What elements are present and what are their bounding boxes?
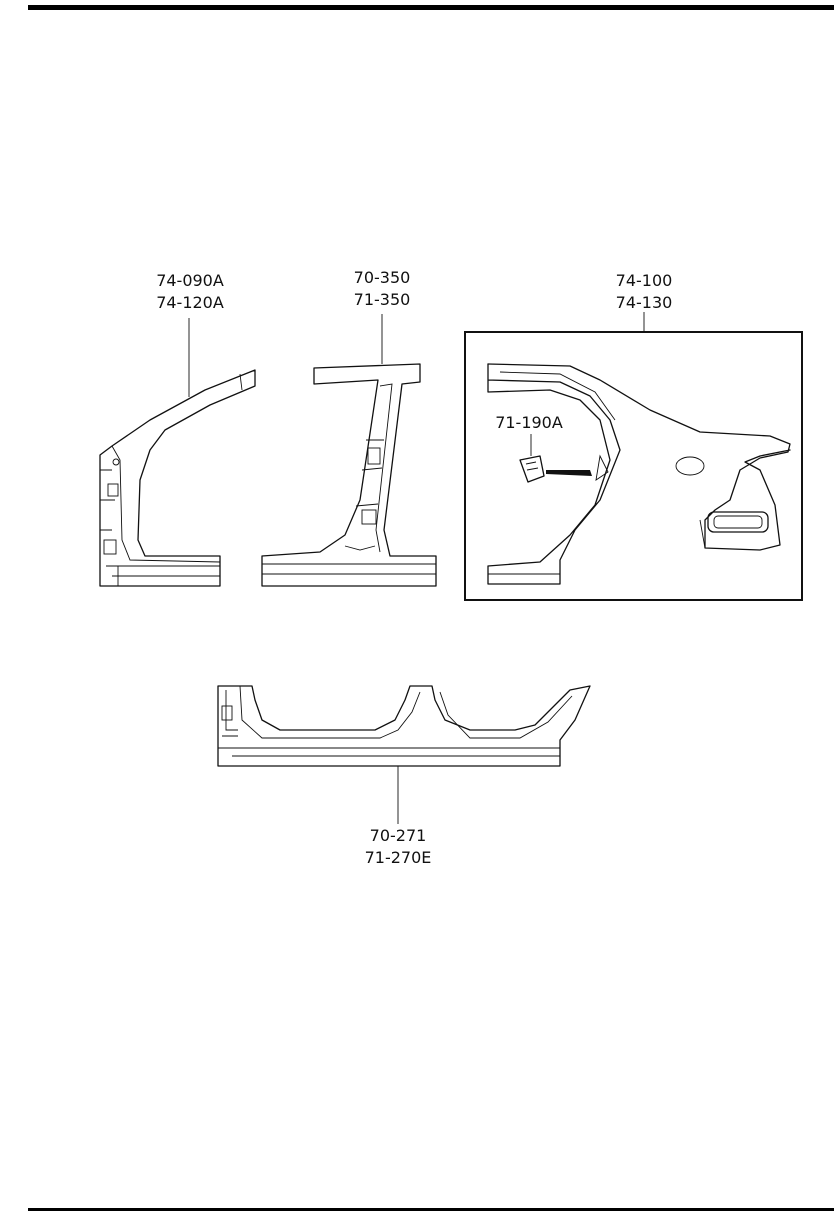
rear-fender-callout: 74-100 74-130 [604, 270, 684, 314]
fuel-lid-bracket-callout: 71-190A [484, 412, 574, 434]
bottom-border-rule [28, 1208, 834, 1211]
front-pillar-part-number-1: 74-090A [156, 271, 224, 290]
center-pillar-part [261, 314, 437, 587]
top-border-rule [28, 5, 834, 10]
rear-fender-part-number-1: 74-100 [615, 271, 673, 290]
rear-fender-frame [464, 331, 803, 601]
side-sill-callout: 70-271 71-270E [358, 825, 438, 869]
side-sill-part-number-2: 71-270E [364, 848, 432, 867]
center-pillar-part-number-1: 70-350 [353, 268, 411, 287]
fuel-lid-bracket-part-number: 71-190A [495, 413, 563, 432]
front-pillar-part-number-2: 74-120A [156, 293, 224, 312]
center-pillar-callout: 70-350 71-350 [342, 267, 422, 311]
center-pillar-part-number-2: 71-350 [353, 290, 411, 309]
front-pillar-part [99, 318, 256, 587]
side-sill-part-number-1: 70-271 [369, 826, 427, 845]
front-pillar-callout: 74-090A 74-120A [150, 270, 230, 314]
rear-fender-part [487, 363, 791, 585]
fuel-lid-bracket-part [519, 434, 592, 483]
rear-fender-part-number-2: 74-130 [615, 293, 673, 312]
side-sill-part [217, 685, 591, 824]
